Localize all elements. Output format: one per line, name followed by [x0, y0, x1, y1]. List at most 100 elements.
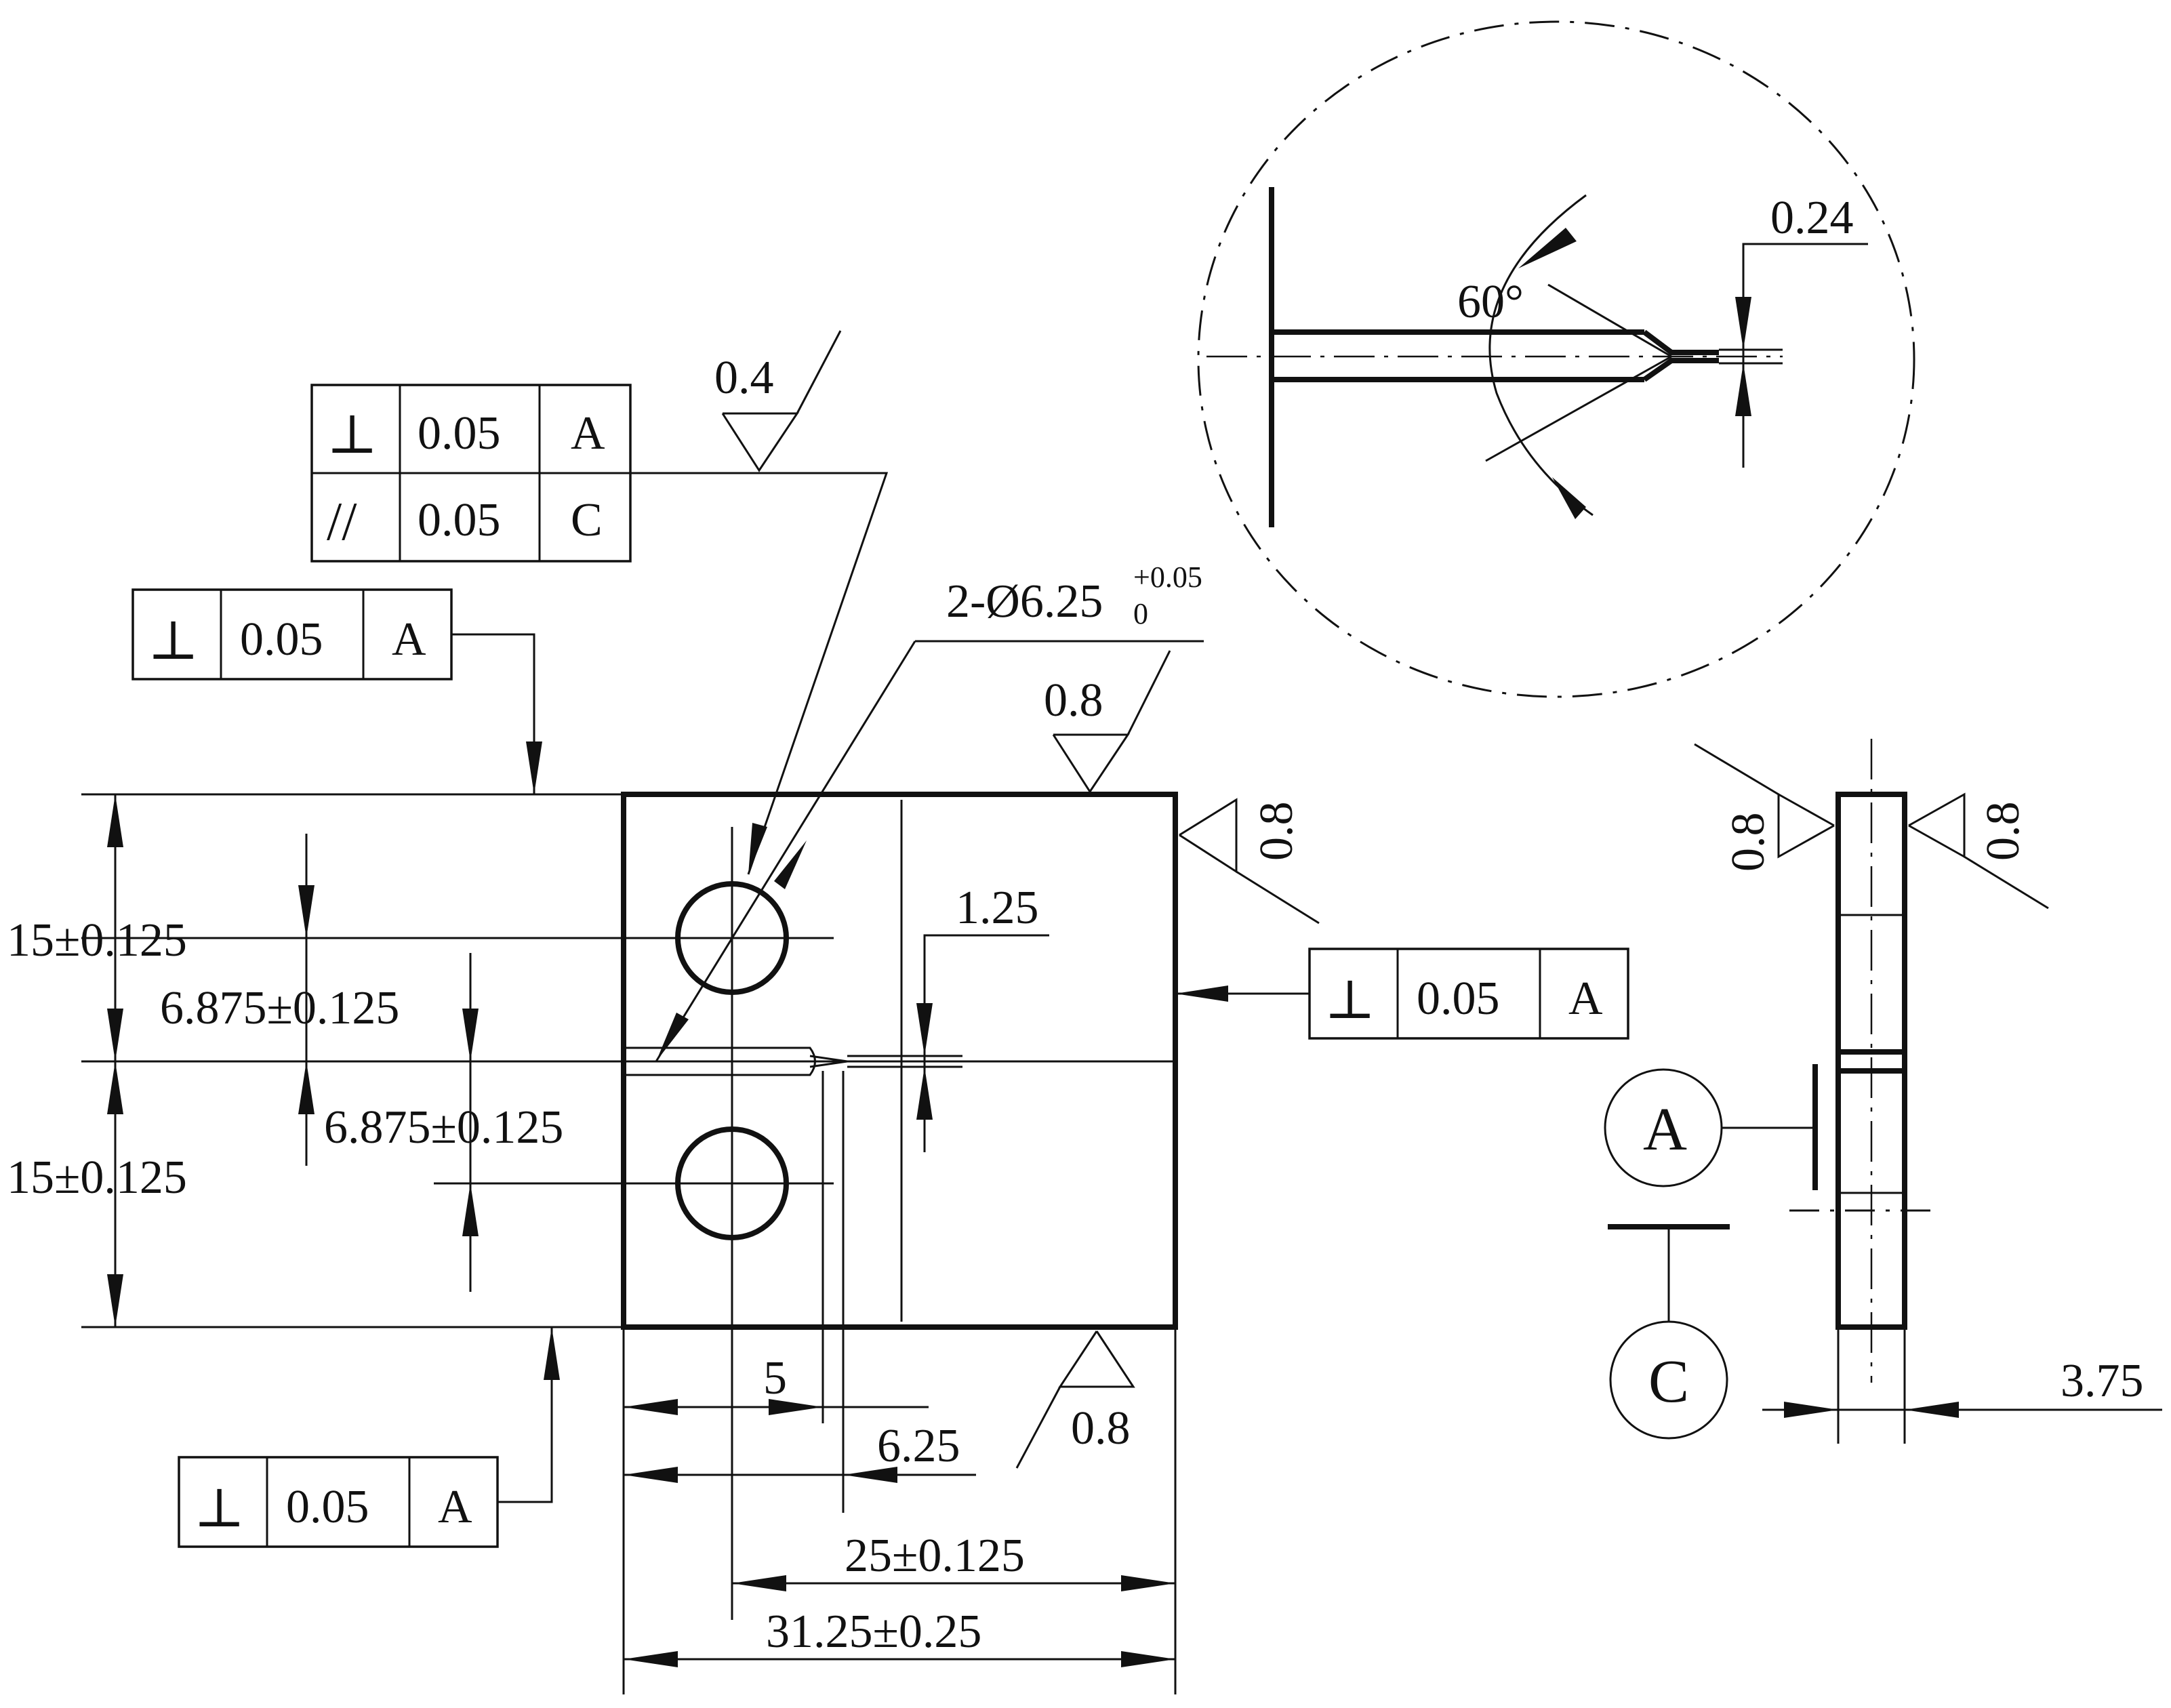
arrow-head	[107, 1061, 123, 1114]
roughness-side-right: 0.8	[1977, 802, 2029, 861]
roughness-0-4: 0.4	[714, 330, 842, 472]
arrow-head	[769, 1399, 823, 1415]
arrow-head	[1552, 477, 1586, 519]
arrow-head	[732, 1575, 786, 1591]
dim-height-bottom: 15±0.125	[7, 1152, 187, 1204]
arrow-head	[843, 1467, 897, 1483]
arrow-head	[107, 794, 123, 847]
fcf-tolerance: 0.05	[1417, 973, 1500, 1025]
arrow-head	[1121, 1651, 1175, 1667]
dim-0-24: 0.24	[1770, 192, 1854, 244]
fcf-left-top: ⊥ 0.05 A	[131, 588, 542, 794]
roughness-value: 0.4	[714, 352, 774, 404]
perpendicularity-icon: ⊥	[1324, 971, 1375, 1030]
fcf-tolerance: 0.05	[418, 407, 501, 460]
arrow-head	[916, 1003, 933, 1056]
arrow-head	[298, 1061, 315, 1114]
arrow-head	[916, 1067, 933, 1120]
fcf-tolerance: 0.05	[286, 1481, 369, 1533]
perpendicularity-icon: ⊥	[148, 611, 199, 671]
arrow-head	[1735, 297, 1751, 350]
fcf-frame	[1308, 948, 1629, 1040]
roughness-side-left: 0.8	[1722, 813, 1774, 872]
left-dimensions: 15±0.125 15±0.125 6.875±0.125 6.875±0.12…	[7, 793, 624, 1328]
leader-1-25	[923, 934, 1049, 976]
dim-hole-offset-top: 6.875±0.125	[160, 982, 399, 1034]
hole-tol-lower: 0	[1133, 597, 1148, 630]
hole-callout: 2-Ø6.25 +0.05 0	[655, 561, 1204, 1062]
roughness-triangle	[1058, 1330, 1135, 1388]
arrow-head	[298, 885, 315, 938]
datum-a-bubble	[1604, 1068, 1723, 1187]
arrow-head	[1121, 1575, 1175, 1591]
arrow-head	[1905, 1402, 1959, 1418]
dim-1-25: 1.25	[956, 882, 1039, 934]
fcf-leader	[451, 633, 535, 794]
fcf-stack-leader	[630, 472, 889, 875]
fcf-datum: A	[438, 1481, 472, 1533]
angle-ext-lower	[1485, 355, 1672, 462]
arrow-head	[107, 1009, 123, 1061]
roughness-tail	[1127, 650, 1171, 735]
dim-5: 5	[763, 1352, 787, 1404]
arrow-head	[107, 1274, 123, 1327]
arrow-head	[624, 1399, 678, 1415]
side-view: 3.75 0.8 0.8 A C	[1604, 739, 2162, 1444]
arrow-head	[624, 1651, 678, 1667]
fcf-bottom: ⊥ 0.05 A	[178, 1327, 560, 1548]
fcf-frame	[178, 1456, 499, 1548]
roughness-0-8-bottom: 0.8	[1015, 1330, 1135, 1469]
datum-c-label: C	[1648, 1348, 1689, 1415]
fcf-datum: C	[571, 494, 603, 546]
arrow-head	[1784, 1402, 1838, 1418]
arrow-head	[1518, 228, 1577, 268]
top-fcf-stack: ⊥ 0.05 A // 0.05 C	[310, 384, 889, 875]
roughness-tail	[1694, 743, 1779, 796]
roughness-0-8-right: 0.8	[1179, 798, 1320, 924]
arrow-head	[1175, 985, 1228, 1002]
arrow-head	[462, 1009, 479, 1061]
fcf-datum: A	[571, 407, 605, 460]
roughness-triangle	[1179, 798, 1238, 874]
leader-0-24	[1742, 243, 1868, 285]
parallelism-icon: //	[327, 492, 357, 552]
dim-25: 25±0.125	[845, 1530, 1025, 1582]
arrow-head	[526, 741, 542, 794]
roughness-tail	[796, 330, 842, 414]
hole-tol-upper: +0.05	[1133, 561, 1202, 594]
notch-width-dimension: 1.25	[916, 882, 1049, 1152]
roughness-triangle	[1052, 733, 1130, 794]
fcf-leader	[498, 1327, 553, 1503]
fcf-datum: A	[1568, 973, 1603, 1025]
detail-view: 60° 0.24	[1197, 20, 1915, 698]
fcf-datum: A	[392, 613, 426, 666]
detail-tip-top	[1642, 329, 1719, 355]
arrow-head	[1735, 363, 1751, 416]
roughness-0-8-top: 0.8	[1044, 650, 1171, 794]
perpendicularity-icon: ⊥	[194, 1479, 245, 1539]
fcf-frame	[131, 588, 453, 680]
dim-3-75: 3.75	[2061, 1355, 2144, 1407]
detail-tip-bottom	[1642, 358, 1719, 382]
angle-60: 60°	[1457, 276, 1524, 328]
roughness-value: 0.8	[1071, 1402, 1131, 1455]
roughness-value: 0.8	[1251, 802, 1303, 861]
arrow-head	[656, 1013, 689, 1061]
perpendicularity-icon: ⊥	[327, 405, 378, 465]
roughness-triangle	[1777, 792, 1835, 859]
angle-arc	[1488, 194, 1594, 516]
fcf-tolerance: 0.05	[240, 613, 323, 666]
bottom-dimensions: 5 6.25 25±0.125 31.25±0.25	[622, 1071, 1177, 1694]
angle-ext-upper	[1547, 283, 1672, 358]
arrow-head	[462, 1183, 479, 1236]
roughness-tail	[1015, 1386, 1061, 1469]
arrow-head	[774, 840, 807, 889]
dim-hole-offset-bottom: 6.875±0.125	[324, 1101, 563, 1154]
datum-c-bubble	[1609, 1320, 1728, 1440]
roughness-triangle	[721, 412, 799, 472]
roughness-tail	[1964, 855, 2049, 910]
datum-a-label: A	[1643, 1096, 1687, 1163]
dim-height-top: 15±0.125	[7, 914, 187, 967]
roughness-triangle	[1908, 792, 1966, 859]
